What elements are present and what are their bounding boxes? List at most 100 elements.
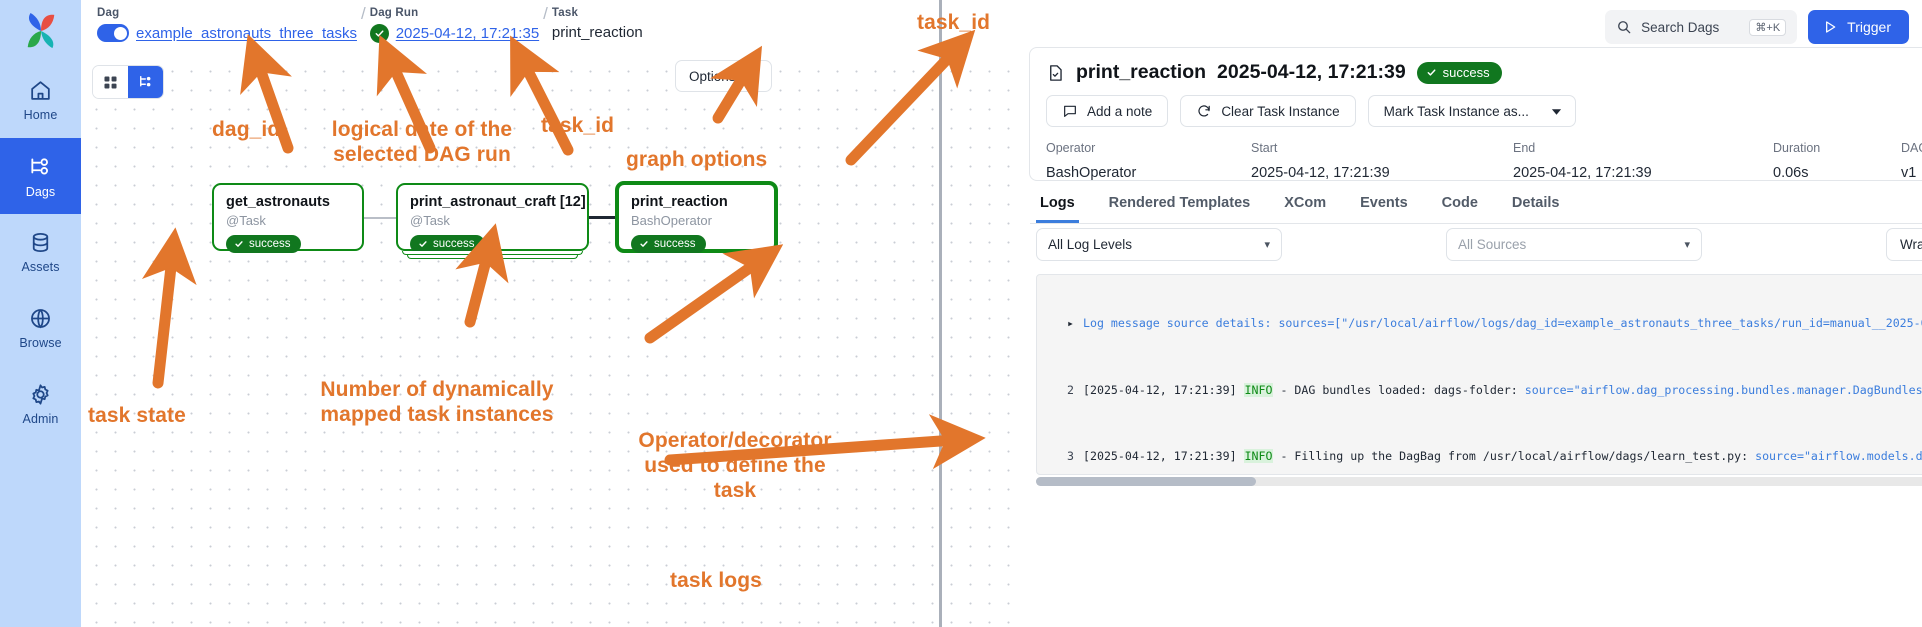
globe-icon xyxy=(31,309,50,329)
log-line: 3[2025-04-12, 17:21:39] INFO - Filling u… xyxy=(1037,448,1922,465)
task-node-title: print_astronaut_craft [12] xyxy=(410,194,586,210)
breadcrumb-dagrun: Dag Run 2025-04-12, 17:21:35 xyxy=(369,0,540,43)
graph-options-button[interactable]: Options xyxy=(675,60,772,92)
tab-rendered-templates[interactable]: Rendered Templates xyxy=(1108,195,1251,211)
log-line-ts: [2025-04-12, 17:21:39] xyxy=(1083,382,1237,397)
log-source-select-value: All Sources xyxy=(1458,237,1527,252)
log-line-msg: - DAG bundles loaded: dags-folder: xyxy=(1273,382,1525,397)
mark-task-instance-as-label: Mark Task Instance as... xyxy=(1383,103,1529,119)
task-node-print_reaction[interactable]: print_reaction BashOperator success xyxy=(615,181,778,253)
meta-end: End 2025-04-12, 17:21:39 xyxy=(1513,141,1773,181)
meta-end-key: End xyxy=(1513,141,1536,155)
meta-dag-version: DAG Version v1 xyxy=(1901,141,1922,181)
log-line-number: 2 xyxy=(1067,382,1074,397)
search-icon xyxy=(1618,21,1631,34)
search-dags-button[interactable]: Search Dags ⌘+K xyxy=(1605,10,1798,44)
graph-view-button[interactable] xyxy=(128,66,163,98)
search-dags-label: Search Dags xyxy=(1641,19,1720,35)
view-switch xyxy=(92,65,164,99)
task-node-subtitle: @Task xyxy=(226,213,266,228)
check-icon xyxy=(640,241,648,247)
log-scrollbar-thumb[interactable] xyxy=(1036,477,1256,486)
meta-start-key: Start xyxy=(1251,141,1278,155)
tab-details[interactable]: Details xyxy=(1511,195,1560,211)
log-header-line[interactable]: ▸Log message source details: sources=["/… xyxy=(1037,315,1922,332)
check-icon xyxy=(235,241,243,247)
gear-icon xyxy=(32,384,49,405)
status-badge: success xyxy=(226,235,301,253)
sidebar-item-assets[interactable]: Assets xyxy=(0,214,81,290)
task-file-icon xyxy=(1050,64,1062,81)
add-note-button[interactable]: Add a note xyxy=(1046,95,1169,127)
tab-logs[interactable]: Logs xyxy=(1036,190,1079,223)
meta-duration-value: 0.06s xyxy=(1773,165,1809,181)
task-node-subtitle: @Task xyxy=(410,213,450,228)
edge-1 xyxy=(364,217,396,219)
refresh-icon xyxy=(1198,105,1211,117)
log-line-msg: - Filling up the DagBag from /usr/local/… xyxy=(1273,448,1756,463)
graph-canvas[interactable]: Options get_astronauts @Task success pri… xyxy=(81,56,1022,627)
sidebar-item-browse[interactable]: Browse xyxy=(0,290,81,366)
clear-task-instance-button[interactable]: Clear Task Instance xyxy=(1180,95,1356,127)
tab-xcom[interactable]: XCom xyxy=(1284,195,1327,211)
breadcrumb-task: Task print_reaction xyxy=(552,0,643,41)
log-output[interactable]: ▸Log message source details: sources=["/… xyxy=(1036,274,1922,475)
task-node-print_astronaut_craft[interactable]: print_astronaut_craft [12] @Task success xyxy=(396,183,589,253)
expand-caret-icon[interactable]: ▸ xyxy=(1067,316,1074,331)
sidebar-item-home[interactable]: Home xyxy=(0,62,81,138)
meta-end-value: 2025-04-12, 17:21:39 xyxy=(1513,165,1652,181)
task-instance-status-label: success xyxy=(1442,64,1490,80)
database-icon xyxy=(32,232,49,253)
note-icon xyxy=(1064,105,1076,117)
trigger-label: Trigger xyxy=(1847,19,1891,35)
log-line-number: 3 xyxy=(1067,448,1074,463)
log-lines: ▸Log message source details: sources=["/… xyxy=(1037,275,1922,474)
log-controls: All Log Levels ▾ All Sources ▾ Wrap xyxy=(1036,228,1922,261)
breadcrumb: Dag example_astronauts_three_tasks / Dag… xyxy=(81,0,1022,56)
sidebar-label-admin: Admin xyxy=(22,412,59,426)
grid-icon xyxy=(104,75,117,89)
status-badge-label: success xyxy=(654,238,696,250)
sidebar-label-browse: Browse xyxy=(19,336,62,350)
log-level-select[interactable]: All Log Levels ▾ xyxy=(1036,228,1282,261)
log-horizontal-scrollbar[interactable] xyxy=(1036,477,1922,486)
sidebar-item-dags[interactable]: Dags xyxy=(0,138,81,214)
sidebar-label-assets: Assets xyxy=(21,260,60,274)
check-icon xyxy=(1427,68,1436,76)
chevron-down-icon: ▾ xyxy=(1684,239,1690,251)
caret-down-icon xyxy=(1551,108,1562,115)
app-logo[interactable] xyxy=(0,0,81,62)
tab-events[interactable]: Events xyxy=(1360,195,1408,211)
log-line-level: INFO xyxy=(1243,448,1274,463)
mark-task-instance-as-button[interactable]: Mark Task Instance as... xyxy=(1367,95,1576,127)
mapped-stack-layer-2 xyxy=(407,255,578,259)
sidebar-item-admin[interactable]: Admin xyxy=(0,366,81,442)
panel-splitter[interactable] xyxy=(939,0,942,627)
breadcrumb-dag-value[interactable]: example_astronauts_three_tasks xyxy=(136,24,357,42)
grid-view-button[interactable] xyxy=(93,66,128,98)
task-instance-id: print_reaction xyxy=(1076,61,1207,83)
sidebar: Home Dags Assets Browse xyxy=(0,0,81,627)
graph-view-icon xyxy=(139,76,150,87)
trigger-button[interactable]: Trigger xyxy=(1808,10,1909,44)
graph-options-label: Options xyxy=(689,68,736,84)
breadcrumb-separator-2: / xyxy=(543,4,548,23)
log-level-select-value: All Log Levels xyxy=(1048,237,1133,252)
dag-pause-toggle[interactable] xyxy=(97,24,129,42)
meta-operator-key: Operator xyxy=(1046,141,1096,155)
task-node-get_astronauts[interactable]: get_astronauts @Task success xyxy=(212,183,364,253)
breadcrumb-dagrun-value[interactable]: 2025-04-12, 17:21:35 xyxy=(395,25,540,42)
breadcrumb-dag-label: Dag xyxy=(97,7,120,19)
log-source-select[interactable]: All Sources ▾ xyxy=(1446,228,1702,261)
meta-dag-version-value: v1 xyxy=(1901,165,1917,181)
chevron-down-icon xyxy=(746,73,756,79)
status-badge-label: success xyxy=(249,238,291,250)
breadcrumb-task-label: Task xyxy=(551,7,579,19)
breadcrumb-dagrun-label: Dag Run xyxy=(369,7,419,19)
meta-start-value: 2025-04-12, 17:21:39 xyxy=(1251,165,1390,181)
task-node-title: print_reaction xyxy=(631,194,728,210)
breadcrumb-separator-1: / xyxy=(360,4,366,23)
wrap-button[interactable]: Wrap xyxy=(1886,228,1922,261)
log-header-source: sources=["/usr/local/airflow/logs/dag_id… xyxy=(1278,316,1922,331)
tab-code[interactable]: Code xyxy=(1441,195,1478,211)
